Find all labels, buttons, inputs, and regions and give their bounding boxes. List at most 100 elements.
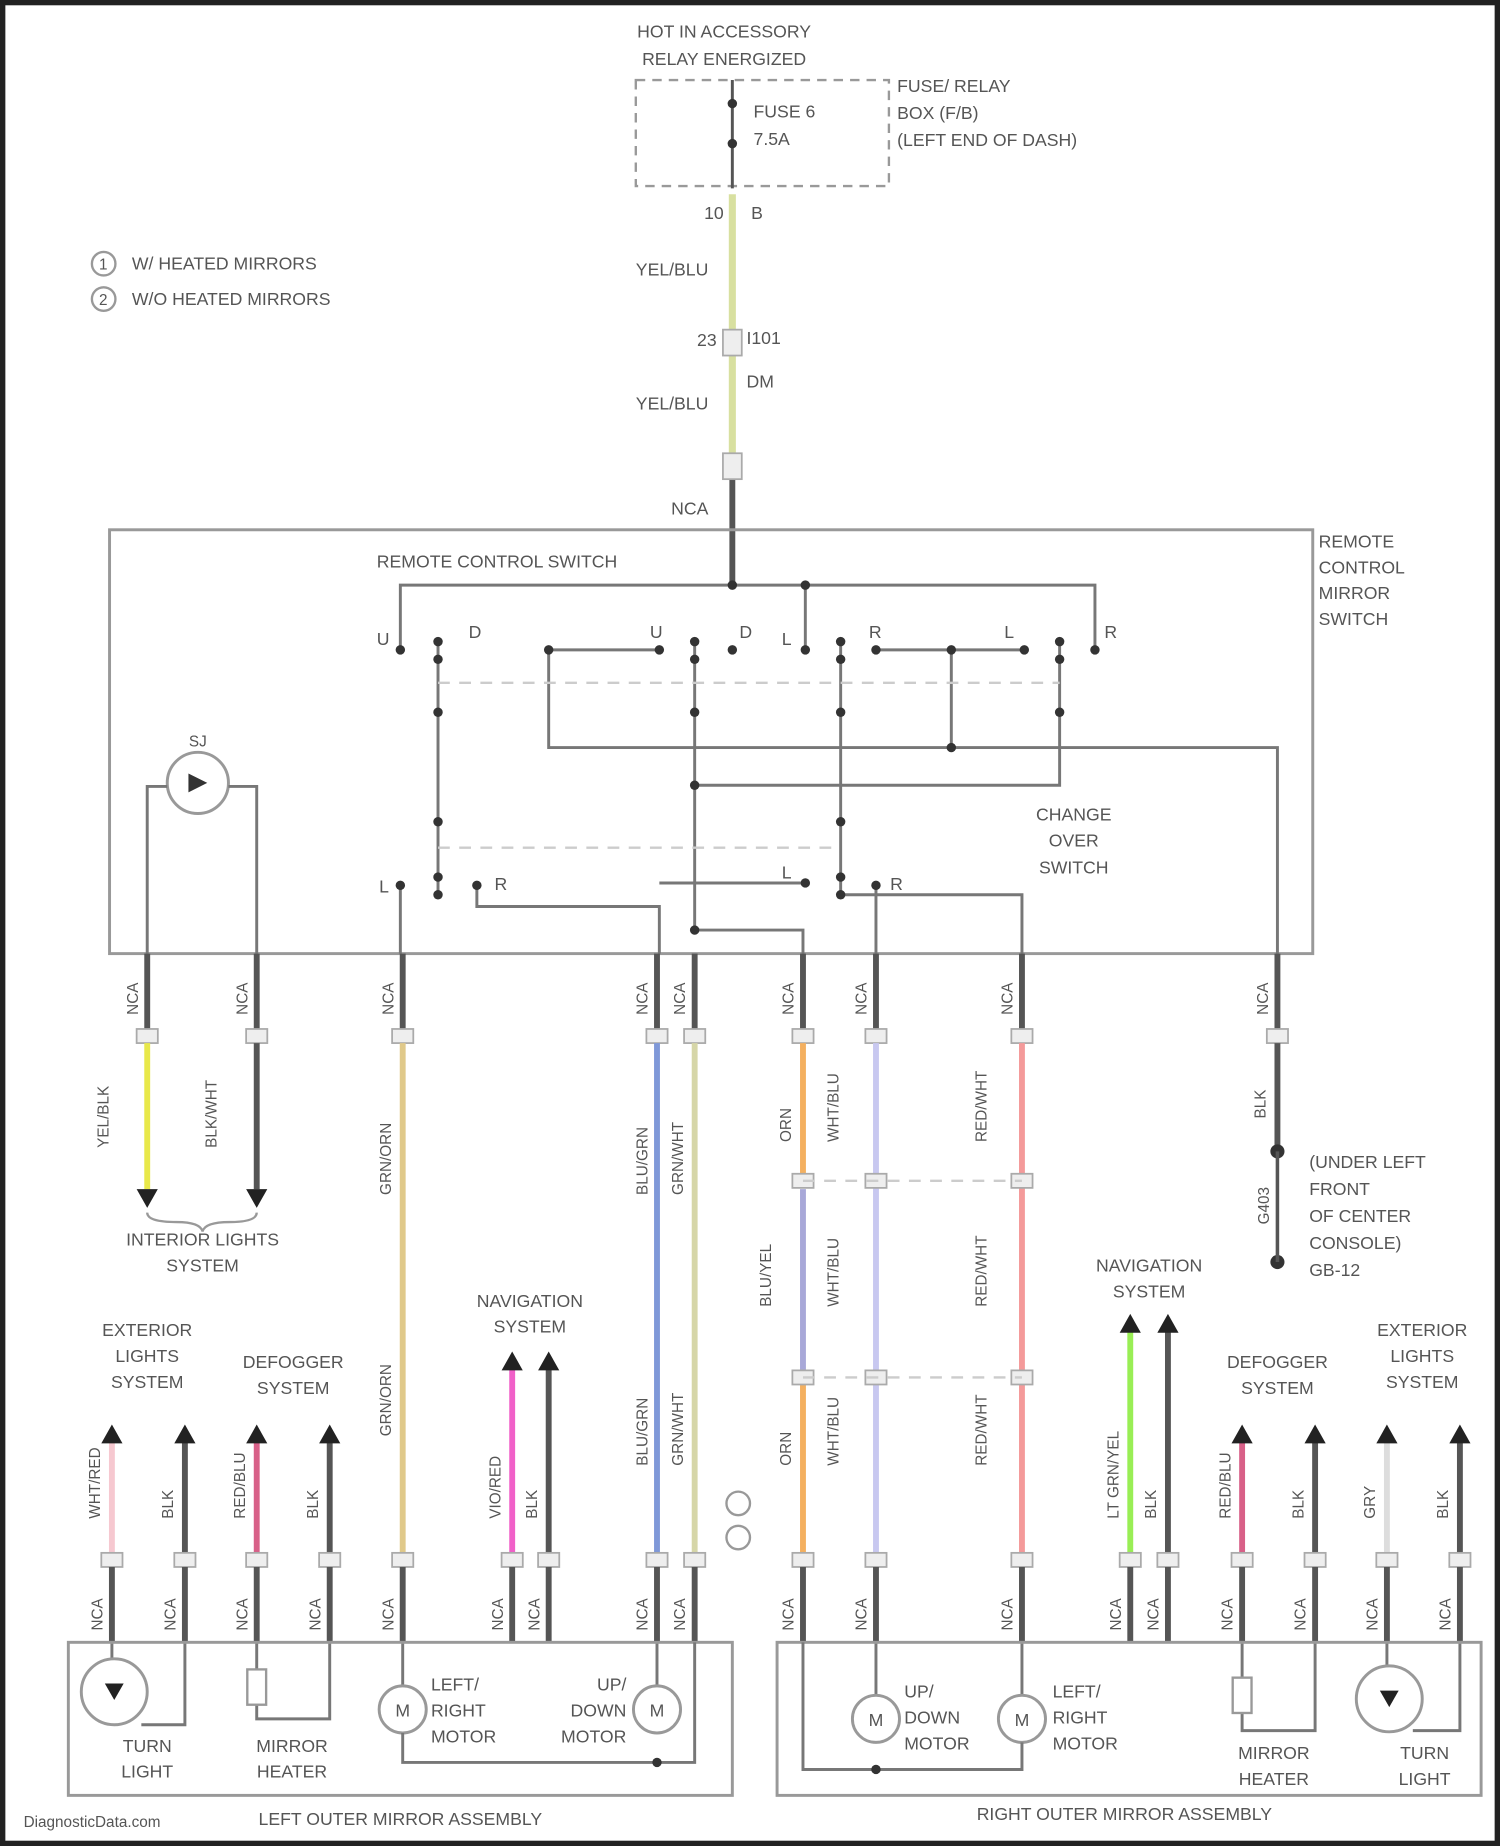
wire-label: ORN [778,1108,795,1142]
arrow-up-icon [246,1425,267,1444]
wire-label: WHT/BLU [825,1073,842,1142]
heater-label: HEATER [257,1762,327,1782]
wire-label: BLK [1253,1089,1270,1119]
terminal-u: U [650,622,663,642]
changeover-label: CHANGE [1036,805,1112,825]
wire-label: BLU/YEL [758,1244,775,1307]
contact-point [690,637,699,646]
lr-motor-label: MOTOR [431,1726,496,1746]
nca-label: NCA [162,1597,179,1630]
nca-label: NCA [854,1597,871,1630]
connector [723,453,742,479]
connector [646,1029,667,1043]
wire-label: VIO/RED [487,1456,504,1519]
connector [1376,1553,1397,1567]
left-assembly-title: LEFT OUTER MIRROR ASSEMBLY [259,1809,543,1829]
arrow-up-icon [502,1352,523,1371]
contact-point [690,708,699,717]
remote-control-mirror-switch [110,530,1313,954]
turn-light-ground [141,1642,185,1724]
led-arrow-icon [105,1684,124,1700]
wire-label: GRN/ORN [378,1123,395,1195]
connector [246,1029,267,1043]
lr-motor-label: LEFT/ [431,1675,479,1695]
contact-point [433,872,442,881]
led-arrow-icon [1380,1691,1399,1707]
wire-label: WHT/BLU [825,1238,842,1307]
feed-pin: 23 [697,330,717,350]
nca-label: NCA [380,1597,397,1630]
ground-id: G403 [1256,1187,1273,1224]
exterior-lights-label: EXTERIOR [102,1320,192,1340]
nca-label: NCA [1000,982,1017,1015]
wire-label: ORN [778,1432,795,1466]
exterior-lights-label: SYSTEM [1386,1372,1459,1392]
wire-label: GRN/WHT [670,1122,687,1195]
terminal-r: R [1104,622,1117,642]
contact-point [836,708,845,717]
contact-point [433,655,442,664]
connector [684,1029,705,1043]
splice [871,1765,880,1774]
legend-num: 1 [99,257,108,274]
wire-label: YEL/BLK [95,1085,112,1148]
mirror-heater-icon [1233,1678,1252,1713]
contact-point [1020,645,1029,654]
fuse-rating: 7.5A [754,129,791,149]
terminal-l: L [782,862,792,882]
fuse-name: FUSE 6 [754,102,816,122]
contact-point [433,890,442,899]
fuse-box-label: FUSE/ RELAY [897,76,1011,96]
contact-point [433,708,442,717]
wire-label: BLK [1143,1489,1160,1519]
changeover-label: SWITCH [1039,858,1109,878]
nca-label: NCA [1364,1597,1381,1630]
contact-point [836,817,845,826]
arrow-up-icon [1232,1425,1253,1444]
ud-motor-label: DOWN [904,1708,960,1728]
connector [1011,1029,1032,1043]
lr-motor-label: RIGHT [431,1700,486,1720]
arrow-up-icon [1120,1314,1141,1333]
connector [1120,1553,1141,1567]
motor-symbol: M [1015,1710,1030,1730]
wire-label: BLK/WHT [204,1080,221,1148]
feed-connector: I101 [746,328,780,348]
wire-label: BLK [160,1489,177,1519]
fuse-terminal [728,139,737,148]
fuse-box-label-2: BOX (F/B) [897,103,978,123]
ground-location: (UNDER LEFT [1309,1152,1426,1172]
lr-motor-label: LEFT/ [1053,1682,1101,1702]
ground-location: OF CENTER [1309,1206,1411,1226]
contact-point [690,781,699,790]
contact-point [396,881,405,890]
wire-label: LT GRN/YEL [1105,1431,1122,1519]
terminal-r: R [495,874,508,894]
lamp-wire [147,786,167,953]
wire-label: RED/BLU [1217,1452,1234,1518]
turn-light-label: TURN [123,1736,172,1756]
heater-wire [257,1642,330,1719]
contact-point [472,881,481,890]
contact-point [1055,655,1064,664]
arrow-up-icon [1305,1425,1326,1444]
connector [792,1553,813,1567]
connector [1449,1553,1470,1567]
defogger-label: DEFOGGER [1227,1352,1328,1372]
switch-assembly-label: CONTROL [1319,557,1405,577]
power-source-label: HOT IN ACCESSORY [637,22,811,42]
option-marker [726,1492,750,1516]
connector [1011,1553,1032,1567]
switch-terminals: U D U D L R L R L R L R [377,622,1117,896]
exterior-lights-label: EXTERIOR [1377,1320,1467,1340]
ud-motor-label: UP/ [597,1675,627,1695]
wire-labels: NCANCANCANCANCANCANCANCANCAYEL/BLKBLK/WH… [87,982,1454,1631]
led-arrow-icon [188,773,207,792]
lamp-wire [228,786,256,953]
ud-motor-label: DOWN [571,1700,627,1720]
arrow-down-icon [137,1189,158,1208]
nca-label: NCA [1293,1597,1310,1630]
arrow-up-icon [101,1425,122,1444]
changeover-label: OVER [1049,830,1099,850]
wire-label: RED/WHT [974,1235,991,1306]
